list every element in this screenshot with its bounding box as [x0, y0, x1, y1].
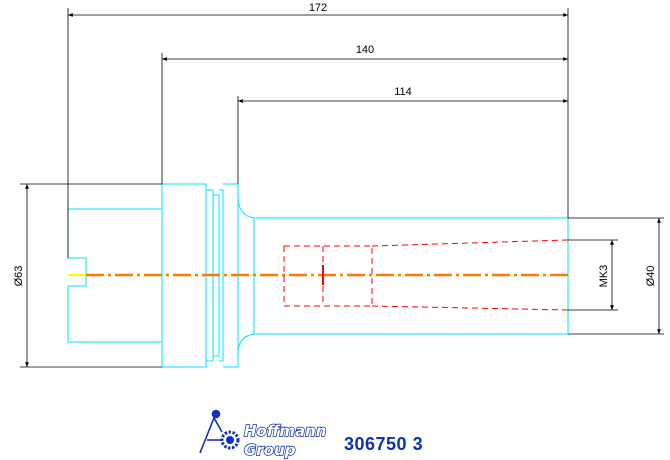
- dimension-lines: [20, 8, 664, 368]
- logo-figure-icon: [199, 409, 223, 454]
- dim-taper-body-length: 114: [394, 86, 412, 98]
- dim-shank-length: 140: [356, 44, 374, 56]
- logo-gear-icon: [220, 430, 240, 450]
- dim-internal-taper: MK3: [598, 265, 610, 288]
- dim-body-diameter: Ø40: [645, 266, 657, 287]
- logo-line1: Hoffmann: [244, 422, 326, 440]
- dim-overall-length: 172: [309, 2, 327, 14]
- logo-line2: Group: [244, 441, 296, 459]
- part-number: 306750 3: [344, 434, 424, 454]
- hoffmann-logo: Hoffmann Group: [199, 409, 327, 460]
- dim-flange-diameter: Ø63: [13, 266, 25, 287]
